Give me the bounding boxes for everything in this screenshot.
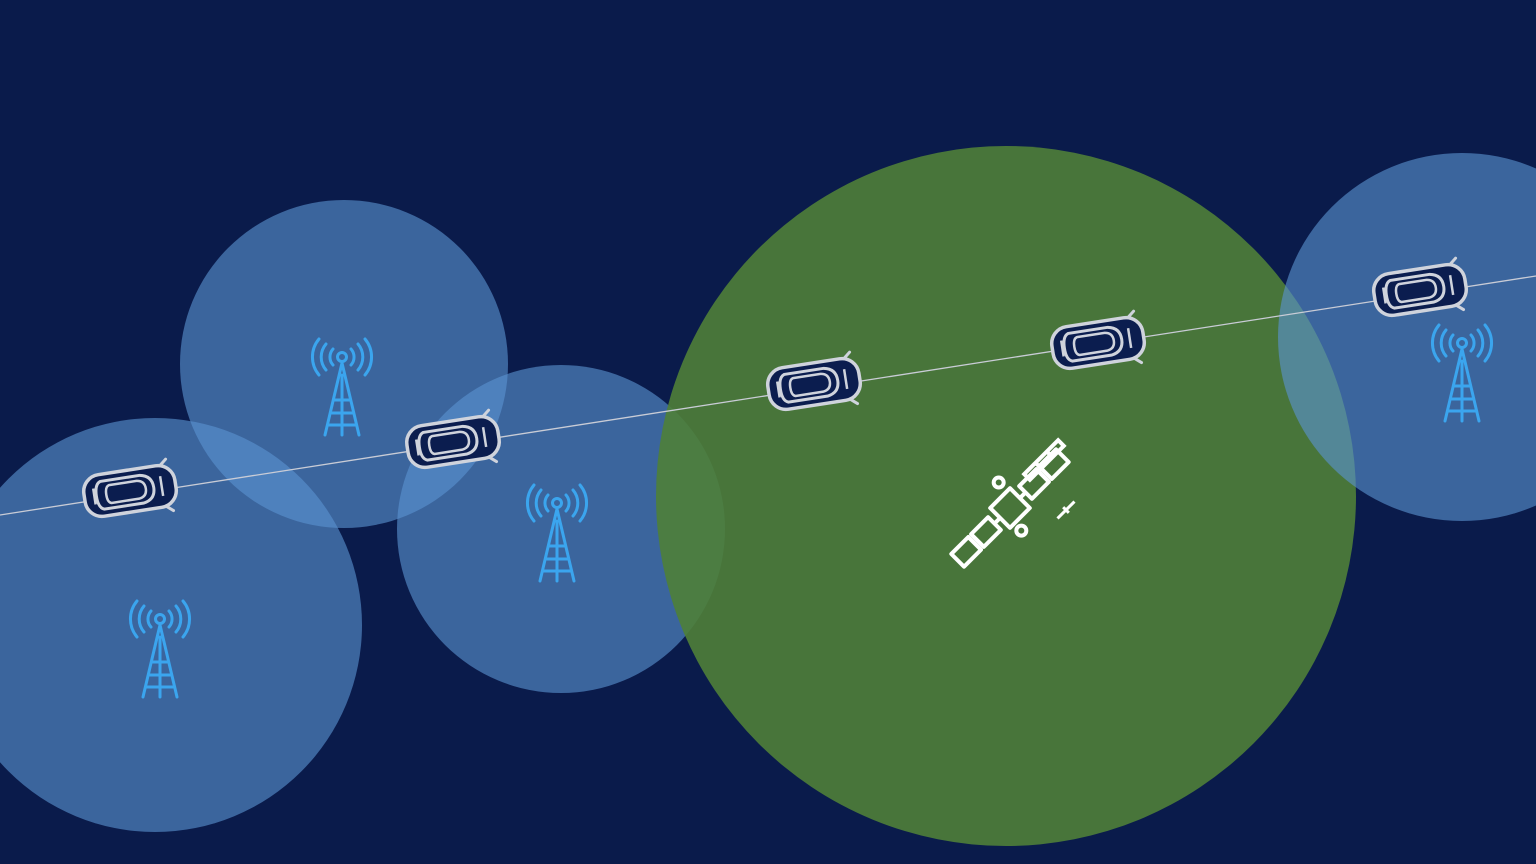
satellite-small-icon bbox=[1021, 437, 1067, 483]
satellite-debris-icon bbox=[1056, 500, 1076, 520]
cell-coverage-area bbox=[1278, 153, 1536, 521]
coverage-layer bbox=[0, 146, 1536, 846]
satellite-icon bbox=[949, 447, 1071, 569]
satellite-coverage-area bbox=[656, 146, 1356, 846]
